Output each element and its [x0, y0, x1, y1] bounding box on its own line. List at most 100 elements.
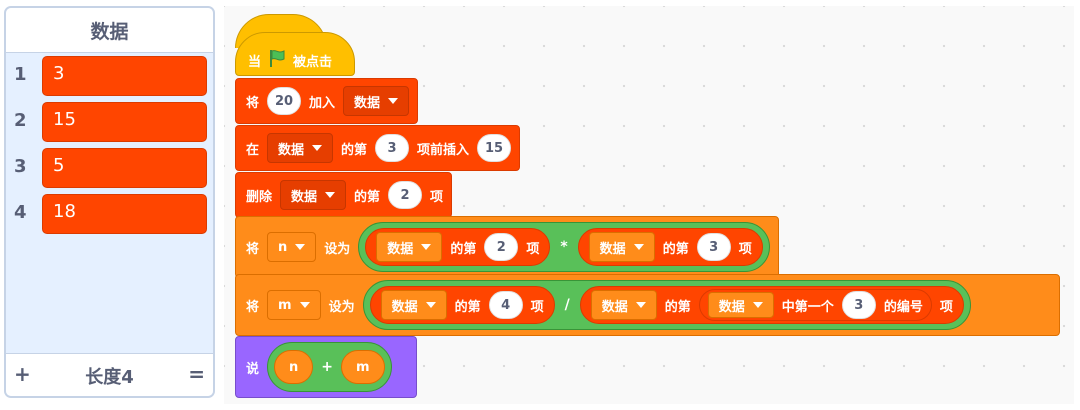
reporter-suffix-label: 的编号 [883, 299, 923, 315]
list-dropdown[interactable]: 数据 [267, 133, 334, 163]
caret-down-icon [425, 302, 436, 308]
caret-down-icon [388, 98, 399, 104]
block-verb: 在 [246, 142, 260, 158]
item-value[interactable]: 18 [42, 194, 207, 234]
add-item-button[interactable]: + [14, 362, 31, 386]
add-operator[interactable]: n + m [267, 342, 392, 392]
list-dropdown-label: 数据 [387, 241, 414, 257]
item-value[interactable]: 15 [42, 102, 207, 142]
divide-operator[interactable]: 数据 的第 4 项 / 数据 的第 数据 中第一个 3 的编号 [362, 280, 971, 330]
reporter-item-label: 项 [526, 241, 540, 257]
list-item: 1 3 [6, 56, 213, 98]
insert-at-list-block[interactable]: 在 数据 的第 3 项前插入 15 [235, 125, 521, 171]
set-variable-block[interactable]: 将 n 设为 数据 的第 2 项 * 数据 的第 3 项 [235, 216, 779, 278]
green-flag-icon [267, 48, 287, 72]
list-dropdown[interactable]: 数据 [376, 232, 443, 262]
reporter-action-label: 中第一个 [781, 299, 834, 315]
variable-reporter[interactable]: n [274, 350, 314, 384]
block-verb: 将 [246, 241, 260, 257]
variable-reporter[interactable]: m [341, 350, 385, 384]
block-verb: 将 [246, 299, 260, 315]
index-input[interactable]: 3 [375, 134, 410, 162]
delete-of-list-block[interactable]: 删除 数据 的第 2 项 [235, 172, 453, 218]
reporter-of-label: 的第 [664, 299, 691, 315]
list-dropdown[interactable]: 数据 [380, 290, 447, 320]
variable-dropdown[interactable]: m [267, 290, 321, 320]
list-dropdown[interactable]: 数据 [343, 86, 410, 116]
variable-dropdown[interactable]: n [267, 232, 317, 262]
value-input[interactable]: 20 [267, 87, 302, 115]
item-value[interactable]: 3 [42, 56, 207, 96]
caret-down-icon [299, 302, 310, 308]
variable-name: m [356, 359, 370, 375]
block-action: 加入 [309, 95, 336, 111]
index-input[interactable]: 3 [696, 233, 731, 261]
list-dropdown-label: 数据 [391, 299, 418, 315]
list-dropdown[interactable]: 数据 [280, 180, 347, 210]
block-verb: 说 [246, 361, 260, 377]
set-variable-block[interactable]: 将 m 设为 数据 的第 4 项 / 数据 的第 数据 [235, 274, 1060, 336]
item-of-list-reporter[interactable]: 数据 的第 3 项 [577, 228, 763, 266]
resize-handle[interactable]: = [188, 362, 205, 386]
list-dropdown[interactable]: 数据 [588, 232, 655, 262]
item-of-list-reporter[interactable]: 数据 的第 4 项 [369, 286, 555, 324]
when-flag-clicked-block[interactable]: 当 被点击 [235, 32, 355, 76]
reporter-of-label: 的第 [662, 241, 689, 257]
hat-label-after: 被点击 [293, 54, 333, 70]
list-dropdown-label: 数据 [599, 241, 626, 257]
list-dropdown-label: 数据 [601, 299, 628, 315]
caret-down-icon [325, 192, 336, 198]
list-item: 4 18 [6, 194, 213, 236]
item-of-list-reporter[interactable]: 数据 的第 数据 中第一个 3 的编号 项 [579, 286, 964, 324]
list-item: 3 5 [6, 148, 213, 190]
caret-down-icon [752, 302, 763, 308]
list-monitor: 数据 1 3 2 15 3 5 4 18 + 长度4 = [4, 6, 215, 398]
item-of-list-reporter[interactable]: 数据 的第 2 项 [365, 228, 551, 266]
list-length-label: 长度4 [85, 367, 134, 388]
caret-down-icon [421, 244, 432, 250]
reporter-item-label: 项 [738, 241, 752, 257]
item-index: 1 [14, 64, 27, 85]
hat-label-before: 当 [248, 54, 262, 70]
list-dropdown[interactable]: 数据 [707, 292, 774, 318]
operator-symbol: + [321, 359, 334, 375]
block-verb: 将 [246, 95, 260, 111]
list-footer: + 长度4 = [6, 353, 213, 396]
value-input[interactable]: 15 [477, 134, 512, 162]
list-title: 数据 [6, 8, 213, 53]
block-of-label: 的第 [341, 142, 368, 158]
operator-symbol: * [560, 239, 568, 255]
caret-down-icon [295, 244, 306, 250]
list-dropdown-label: 数据 [718, 299, 745, 315]
variable-name: n [289, 359, 299, 375]
list-dropdown-label: 数据 [278, 142, 305, 158]
block-action: 项前插入 [417, 142, 470, 158]
caret-down-icon [635, 302, 646, 308]
item-number-reporter[interactable]: 数据 中第一个 3 的编号 [698, 289, 932, 321]
reporter-of-label: 的第 [450, 241, 477, 257]
block-set-label: 设为 [324, 241, 351, 257]
block-set-label: 设为 [328, 299, 355, 315]
block-item-label: 项 [430, 189, 444, 205]
reporter-item-label: 项 [530, 299, 544, 315]
multiply-operator[interactable]: 数据 的第 2 项 * 数据 的第 3 项 [358, 222, 770, 272]
caret-down-icon [633, 244, 644, 250]
list-dropdown-label: 数据 [291, 189, 318, 205]
say-block[interactable]: 说 n + m [235, 336, 417, 398]
index-input[interactable]: 2 [388, 181, 423, 209]
list-dropdown[interactable]: 数据 [590, 290, 657, 320]
item-value[interactable]: 5 [42, 148, 207, 188]
index-input[interactable]: 2 [484, 233, 519, 261]
reporter-of-label: 的第 [454, 299, 481, 315]
item-index: 4 [14, 202, 27, 223]
reporter-item-label: 项 [939, 299, 953, 315]
index-input[interactable]: 4 [488, 291, 523, 319]
add-to-list-block[interactable]: 将 20 加入 数据 [235, 78, 419, 124]
block-of-label: 的第 [354, 189, 381, 205]
value-input[interactable]: 3 [841, 291, 876, 319]
variable-dropdown-label: n [278, 239, 288, 255]
caret-down-icon [312, 145, 323, 151]
operator-symbol: / [564, 297, 570, 313]
item-index: 3 [14, 156, 27, 177]
item-index: 2 [14, 110, 27, 131]
